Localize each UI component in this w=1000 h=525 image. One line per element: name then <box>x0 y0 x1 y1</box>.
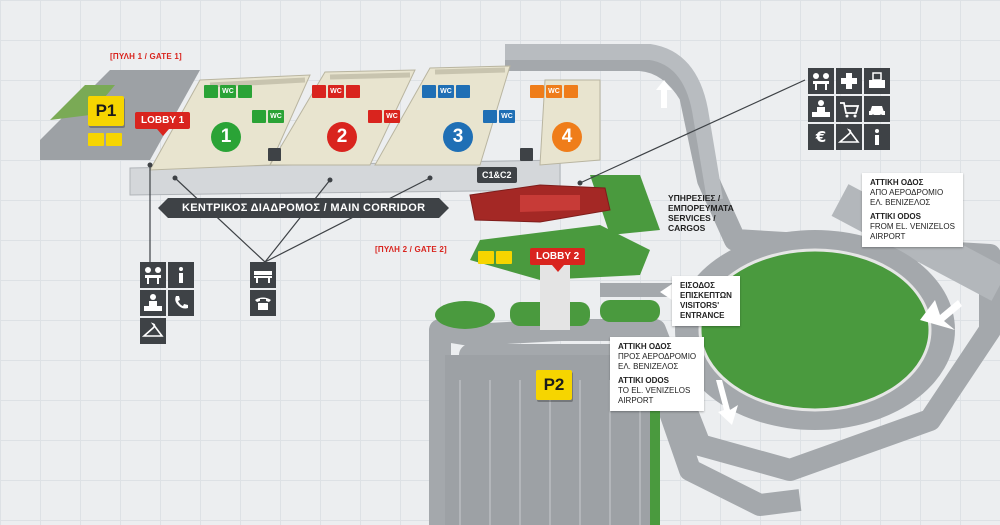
main-corridor-label: ΚΕΝΤΡΙΚΟΣ ΔΙΑΔΡΟΜΟΣ / MAIN CORRIDOR <box>157 198 450 218</box>
accessible-icon <box>346 85 360 98</box>
attiki-to-gr-title: ΑΤΤΙΚΗ ΟΔΟΣ <box>618 342 672 351</box>
lobby-1-marker: LOBBY 1 <box>135 112 191 136</box>
wc-icon: WC <box>328 85 344 98</box>
printer-icon <box>864 68 890 94</box>
services-line4: CARGOS <box>668 223 706 233</box>
parking-p2-badge: P2 <box>536 370 572 400</box>
green-strip <box>650 380 660 525</box>
parking-p1-grass <box>50 85 115 120</box>
direction-arrows <box>656 80 962 425</box>
taxi-icon <box>864 96 890 122</box>
cafe-icon <box>312 85 326 98</box>
hall-3-number: 3 <box>443 122 473 152</box>
services-cargos-label: ΥΠΗΡΕΣΙΕΣ / ΕΜΠΟΡΕΥΜΑΤΑ SERVICES / CARGO… <box>668 193 734 233</box>
taxi-icon <box>496 251 512 264</box>
cafe-icon <box>204 85 218 98</box>
hall-3-building <box>374 65 511 166</box>
ring-road <box>429 49 1000 525</box>
services-line2: ΕΜΠΟΡΕΥΜΑΤΑ <box>668 203 734 213</box>
visitors-line3: VISITORS' <box>680 301 720 310</box>
reception-desk-icon <box>140 290 166 316</box>
bus-icon <box>88 133 104 146</box>
accessible-icon <box>238 85 252 98</box>
attiki-from-gr-title: ΑΤΤΙΚΗ ΟΔΟΣ <box>870 178 924 187</box>
attiki-from-en-line1: FROM EL. VENIZELOS <box>870 222 955 231</box>
cafe-icon <box>368 110 382 123</box>
hall-2-number: 2 <box>327 122 357 152</box>
attiki-from-box: ΑΤΤΙΚΗ ΟΔΟΣ ΑΠΟ ΑΕΡΟΔΡΟΜΙΟ ΕΛ. ΒΕΝΙΖΕΛΟΣ… <box>862 173 963 247</box>
visitors-line4: ENTRANCE <box>680 311 725 320</box>
attiki-to-en-line2: AIRPORT <box>618 396 654 405</box>
gate-2-label: [ΠΥΛΗ 2 / GATE 2] <box>375 245 447 254</box>
wc-icon: WC <box>220 85 236 98</box>
meeting-icon <box>808 68 834 94</box>
upper-road <box>505 44 723 202</box>
roof-stripes <box>209 67 506 88</box>
bus-icon <box>478 251 494 264</box>
attiki-from-gr-line1: ΑΠΟ ΑΕΡΟΔΡΟΜΙΟ <box>870 188 944 197</box>
wc-icon: WC <box>546 85 562 98</box>
lobby-2-marker: LOBBY 2 <box>530 248 586 272</box>
callout-lines <box>149 79 806 265</box>
attiki-to-gr-line1: ΠΡΟΣ ΑΕΡΟΔΡΟΜΙΟ <box>618 352 697 361</box>
services-line3: SERVICES / <box>668 213 716 223</box>
accessible-icon <box>456 85 470 98</box>
green-island-right <box>600 300 660 322</box>
hall-4-number: 4 <box>552 122 582 152</box>
telephone-icon <box>168 290 194 316</box>
reception-desk-icon <box>808 96 834 122</box>
parking-p1-badge: P1 <box>88 96 124 126</box>
attiki-to-en-line1: TO EL. VENIZELOS <box>618 386 691 395</box>
visitors-entrance-box: ΕΙΣΟΔΟΣ ΕΠΙΣΚΕΠΤΩΝ VISITORS' ENTRANCE <box>672 276 740 326</box>
accessible-icon <box>564 85 578 98</box>
svg-text:€: € <box>815 128 826 146</box>
hall-2-building <box>269 69 416 166</box>
attiki-to-box: ΑΤΤΙΚΗ ΟΔΟΣ ΠΡΟΣ ΑΕΡΟΔΡΟΜΙΟ ΕΛ. ΒΕΝΙΖΕΛΟ… <box>610 337 705 411</box>
attiki-from-en-title: ATTIKI ODOS <box>870 212 921 221</box>
taxi-icon <box>106 133 122 146</box>
first-aid-icon <box>836 68 862 94</box>
wc-icon: WC <box>438 85 454 98</box>
cafe-icon <box>422 85 436 98</box>
attiki-from-en-line2: AIRPORT <box>870 232 906 241</box>
restaurant-icon <box>268 148 281 161</box>
bench-icon <box>250 262 276 288</box>
meeting-icon <box>140 262 166 288</box>
visitors-line2: ΕΠΙΣΚΕΠΤΩΝ <box>680 291 732 300</box>
gate-1-label: [ΠΥΛΗ 1 / GATE 1] <box>110 52 182 61</box>
cloakroom-icon <box>140 318 166 344</box>
services-line1: ΥΠΗΡΕΣΙΕΣ / <box>668 193 721 203</box>
restaurant-icon <box>520 148 533 161</box>
wc-icon: WC <box>384 110 400 123</box>
callout-dots <box>147 162 583 186</box>
services-garden <box>590 175 660 235</box>
shopping-cart-icon <box>836 96 862 122</box>
currency-exchange-icon: € <box>808 124 834 150</box>
accessible-icon <box>483 110 497 123</box>
cloakroom-icon <box>836 124 862 150</box>
cafe-icon <box>252 110 266 123</box>
attiki-to-en-title: ATTIKI ODOS <box>618 376 669 385</box>
lobby-2-canopy <box>520 195 580 212</box>
parking-p2-lines <box>459 380 641 525</box>
roundabout-island <box>698 248 932 412</box>
green-island-left <box>435 301 495 329</box>
attiki-to-gr-line2: ΕΛ. ΒΕΝΙΖΕΛΟΣ <box>618 362 679 371</box>
telephone-icon <box>250 290 276 316</box>
hall-1-number: 1 <box>211 122 241 152</box>
wc-icon: WC <box>499 110 515 123</box>
attiki-from-gr-line2: ΕΛ. ΒΕΝΙΖΕΛΟΣ <box>870 198 931 207</box>
c1c2-label: C1&C2 <box>477 167 517 183</box>
visitors-line1: ΕΙΣΟΔΟΣ <box>680 281 715 290</box>
information-icon <box>864 124 890 150</box>
wc-icon: WC <box>268 110 284 123</box>
information-icon <box>168 262 194 288</box>
cafe-icon <box>530 85 544 98</box>
